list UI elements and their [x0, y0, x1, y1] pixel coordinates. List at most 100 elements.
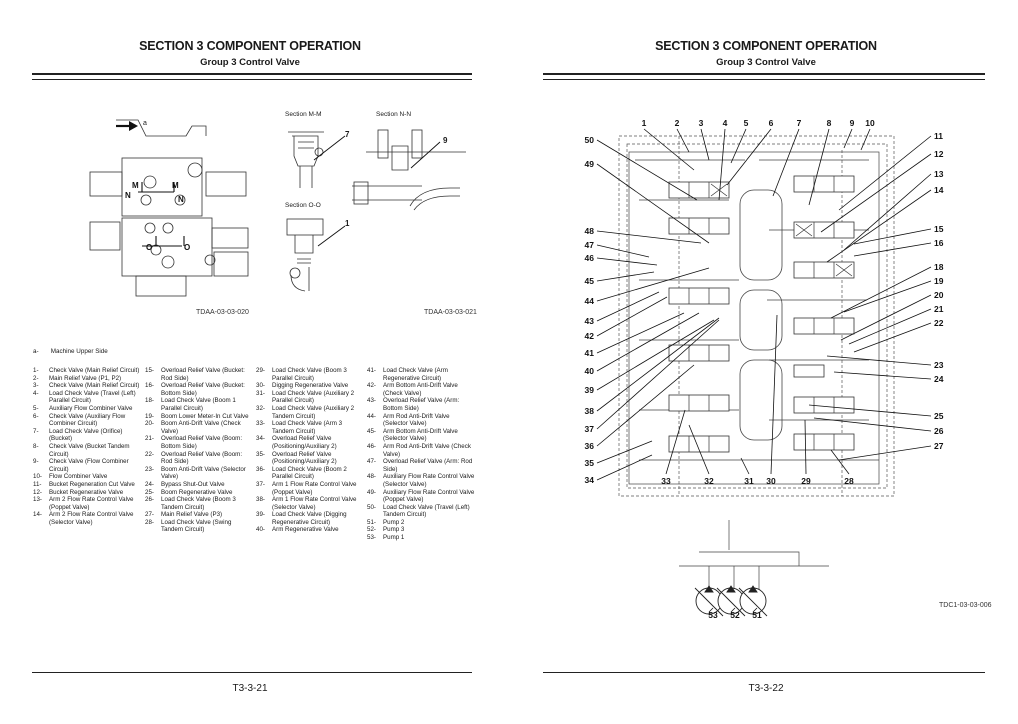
legend-item-number: 18- — [145, 397, 154, 405]
legend-item: 47-Overload Relief Valve (Arm: Rod Side) — [367, 458, 475, 473]
legend-item: 46-Arm Rod Anti-Drift Valve (Check Valve… — [367, 443, 475, 458]
legend-item-number: 43- — [367, 397, 376, 405]
callout-leader — [808, 128, 830, 206]
legend-item-number: 10- — [33, 473, 42, 481]
callout-leader — [596, 244, 650, 258]
legend-item-text: Overload Relief Valve (Arm: Bottom Side) — [383, 397, 460, 412]
callout-leader — [596, 312, 700, 372]
callout-label: 16 — [934, 238, 944, 248]
legend-item-text: Check Valve (Flow Combiner Circuit) — [49, 458, 129, 473]
callout-label: 43 — [585, 316, 595, 326]
legend-item-text: Pump 3 — [383, 526, 405, 534]
group-subtitle: Group 3 Control Valve — [716, 57, 816, 68]
callout-leader — [688, 424, 710, 475]
legend-item-number: 1- — [33, 367, 39, 374]
right-page: SECTION 3 COMPONENT OPERATION Group 3 Co… — [509, 0, 1018, 724]
section-title: SECTION 3 COMPONENT OPERATION — [139, 39, 361, 53]
legend-item-number: 8- — [33, 442, 39, 450]
callout-label: 7 — [797, 118, 802, 128]
callout-leader — [770, 314, 778, 475]
callout-leader — [740, 457, 750, 475]
callout-label: 46 — [585, 253, 595, 263]
legend-item-text: Boom Lower Meter-In Cut Valve — [161, 412, 249, 420]
legend-item: 53-Pump 1 — [367, 534, 475, 542]
legend-item: 10-Flow Combiner Valve — [33, 473, 141, 481]
legend-item-number: 29- — [256, 367, 265, 374]
legend-item-text: Load Check Valve (Boom 1 Parallel Circui… — [161, 397, 236, 412]
callout-label: 25 — [934, 411, 944, 421]
legend-item: 28-Load Check Valve (Swing Tandem Circui… — [145, 519, 253, 534]
callout-7: 7 — [345, 130, 350, 139]
spool-valves — [668, 175, 855, 453]
legend-item: 18- Load Check Valve (Boom 1 Parallel Cir… — [145, 397, 253, 412]
callout-leader — [843, 128, 853, 149]
legend-item-text: Main Relief Valve (P3) — [161, 511, 223, 519]
legend-item-number: 41- — [367, 367, 376, 374]
callout-leader — [596, 364, 695, 447]
legend-item: 9-Check Valve (Flow Combiner Circuit) — [33, 458, 141, 473]
callout-leader — [752, 607, 758, 613]
legend-item-number: 15- — [145, 367, 154, 374]
legend-item: 15-Overload Relief Valve (Bucket: Rod Si… — [145, 367, 253, 382]
legend-item: 49-Auxiliary Flow Rate Control Valve (Po… — [367, 489, 475, 504]
callout-leader-lines — [596, 128, 932, 613]
callout-leader — [596, 257, 658, 266]
section-oo-label: Section O-O — [285, 202, 321, 209]
legend-item-number: 5- — [33, 404, 39, 412]
legend-item: 5-Auxiliary Flow Combiner Valve — [33, 405, 141, 413]
callout-leader — [596, 139, 698, 201]
left-lower-solenoid — [89, 221, 121, 251]
callout-leader — [718, 128, 726, 201]
callout-label: 8 — [827, 118, 832, 128]
legend-item-number: 32- — [256, 404, 265, 412]
legend-item-number: 53- — [367, 534, 376, 542]
callout-leader — [840, 294, 932, 341]
legend-item-number: 3- — [33, 382, 39, 390]
callout-leader — [853, 322, 932, 353]
cut-mark-o-left: O — [146, 243, 152, 252]
legend-item-text: Arm Rod Anti-Drift Valve (Selector Valve… — [383, 412, 450, 428]
legend-item-number: 50- — [367, 503, 376, 511]
callout-leader — [596, 271, 655, 282]
legend-item: 6-Check Valve (Auxiliary Flow Combiner C… — [33, 413, 141, 428]
callout-leader — [804, 419, 807, 475]
legend-item-number: 52- — [367, 526, 376, 534]
callout-label: 6 — [769, 118, 774, 128]
caption-text: Machine Upper Side — [50, 348, 108, 355]
callout-leader — [596, 312, 685, 354]
callout-leader — [596, 296, 668, 337]
legend-item: 51-Pump 2 — [367, 519, 475, 527]
legend-item: 34-Overload Relief Valve (Positioning/Au… — [256, 435, 364, 450]
section-mm-label: Section M-M — [285, 111, 322, 118]
callout-leader — [596, 440, 653, 464]
legend-item-number: 34- — [256, 435, 265, 443]
legend-item-text: Arm 2 Flow Rate Control Valve (Selector … — [49, 511, 134, 526]
legend-item-text: Bucket Regeneration Cut Valve — [49, 480, 135, 488]
legend-item-text: Load Check Valve (Orifice) (Bucket) — [49, 427, 123, 443]
callout-label: 21 — [934, 304, 944, 314]
callout-label: 28 — [844, 476, 854, 486]
callout-leader — [838, 445, 932, 461]
legend-item-text: Load Check Valve (Boom 3 Parallel Circui… — [272, 367, 347, 382]
legend-item-text: Main Relief Valve (P1, P2) — [49, 374, 122, 382]
callout-leader — [596, 291, 660, 322]
callout-leader — [860, 128, 871, 151]
legend-item: 45-Arm Bottom Anti-Drift Valve (Selector… — [367, 428, 475, 443]
legend-item: 27-Main Relief Valve (P3) — [145, 511, 253, 519]
left-upper-solenoid — [89, 171, 123, 197]
callout-label: 23 — [934, 360, 944, 370]
legend-column-4: 41-Load Check Valve (Arm Regenerative Ci… — [367, 367, 475, 542]
legend-item-number: 51- — [367, 518, 376, 526]
legend-item-number: 36- — [256, 465, 265, 473]
legend-item-text: Check Valve (Auxiliary Flow Combiner Cir… — [49, 412, 126, 428]
callout-label: 32 — [704, 476, 714, 486]
callout-label: 2 — [675, 118, 680, 128]
section-callout-arrows — [313, 135, 346, 247]
legend-item-number: 38- — [256, 496, 265, 504]
callout-label: 35 — [585, 458, 595, 468]
section-oo-drawing — [286, 218, 324, 292]
center-passages — [739, 189, 783, 441]
legend-item-number: 12- — [33, 488, 42, 496]
legend-item: 24-Bypass Shut-Out Valve — [145, 481, 253, 489]
